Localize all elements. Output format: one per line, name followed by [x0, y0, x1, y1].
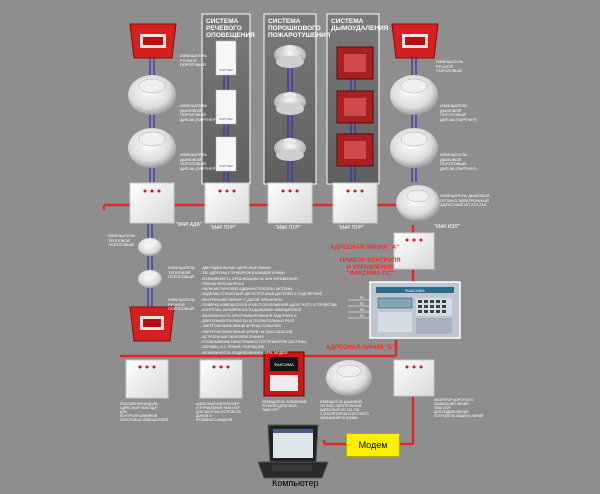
control-panel-faksima: ФАКСИМА	[369, 281, 461, 339]
speech-system-title: СИСТЕМА РЕЧЕВОГО ОПОВЕЩЕНИЯ	[206, 18, 255, 39]
feature-list: ДВЕ РАДИАЛЬНЫЕ АДРЕСНЫЕ ЛИНИИ250 АДРЕСНЫ…	[200, 266, 370, 356]
label-left-heat-2: ИЗВЕЩАТЕЛЬ ТЕПЛОВОЙ ПОРОГОВЫЙ	[168, 265, 196, 280]
module-box-mak-pur	[204, 182, 250, 224]
feature-item: ВСТРОЕННЫЙ ЗВУКОВОЙ ЗУММЕР	[200, 335, 370, 340]
label-line-a: АДРЕСНАЯ ЛИНИЯ "А"	[330, 245, 399, 251]
svg-text:ПАРТНЕР: ПАРТНЕР	[219, 68, 233, 72]
label-left-heat-1: ИЗВЕЩАТЕЛЬ ТЕПЛОВОЙ ПОРОГОВЫЙ	[108, 233, 136, 248]
label-left-manual-bottom: ИЗВЕЩАТЕЛЬ РУЧНОЙ ПОРОГОВЫЙ	[168, 297, 196, 312]
manual-call-point-left-top	[129, 23, 177, 59]
powder-extinguisher-icon	[274, 92, 306, 115]
feature-item: ОБРЫВЫ, К.З. ЛИНИЙ, РАЗРЯД АКБ	[200, 345, 370, 350]
speaker-icon: ПАРТНЕР	[215, 136, 237, 172]
smoke-damper-icon	[336, 90, 374, 124]
label-mak-ada: "МАК АДА"	[176, 222, 202, 228]
label-right-manual-top: ИЗВЕЩАТЕЛЬ РУЧНОЙ ПОРОГОВЫЙ	[436, 59, 464, 74]
label-right-addr-smoke: ИЗВЕЩАТЕЛЬ ДЫМОВОЙ ОПТИКО-ЭЛЕКТРОННЫЙ АД…	[440, 193, 490, 208]
module-box-bottom-5	[393, 359, 435, 397]
feature-item: ДЛИТЕЛЬНОСТИ РАБОТЫ ИСПОЛНИТЕЛЬНЫХ РЕЛЕ	[200, 319, 370, 324]
label-right-smoke-2: ИЗВЕЩАТЕЛЬ ДЫМОВОЙ ПОРОГОВЫЙ ДИП-66 (ПАР…	[440, 152, 477, 171]
smoke-detector-icon	[128, 128, 176, 168]
module-box-mak-ada	[129, 182, 175, 224]
feature-item: КОНТРОЛЬ ЗАПЫЛЁННОСТИ ДЫМОВЫХ ИЗВЕЩАТЕЛЕ…	[200, 308, 370, 313]
feature-item: ВИДЕОАКУСТИЧЕСКИЙ ДВУХСТРОЧНЫЙ ДИСПЛЕЙ С…	[200, 292, 370, 297]
feature-item: ВНУТРЕННИЙ ТАЙМЕР С ДАТОЙ, ВРЕМЕНЕМ	[200, 298, 370, 303]
smoke-system-title: СИСТЕМА ДЫМОУДАЛЕНИЯ	[331, 18, 389, 32]
label-mak-pur-3: "МАК ПУР"	[338, 225, 364, 231]
feature-item: ДВЕ РАДИАЛЬНЫЕ АДРЕСНЫЕ ЛИНИИ	[200, 266, 370, 271]
label-left-manual-top: ИЗВЕЩАТЕЛЬ РУЧНОЙ ПОРОГОВЫЙ	[180, 53, 208, 68]
label-bottom-4: ИЗВЕЩАТЕЛЬ ДЫМОВОЙ ОПТИКО-ЭЛЕКТРОННЫЙ АД…	[320, 400, 369, 420]
module-box-mak-pur	[267, 182, 313, 224]
laptop-computer-icon	[257, 424, 329, 479]
label-right-smoke-1: ИЗВЕЩАТЕЛЬ ДЫМОВОЙ ПОРОГОВЫЙ ДИП-66 (ПАР…	[440, 103, 477, 122]
feature-item: ВОЗМОЖНОСТЬ ПРОГРАММИРОВАНИЯ ЗАДЕРЖЕК И	[200, 314, 370, 319]
label-left-smoke-2: ИЗВЕЩАТЕЛЬ ДЫМОВОЙ ПОРОГОВЫЙ ДИП-66 (ПАР…	[180, 152, 217, 171]
svg-text:ФАКСИМА: ФАКСИМА	[274, 362, 294, 367]
smoke-detector-icon	[390, 75, 438, 115]
heat-detector-icon	[138, 270, 162, 288]
powder-system-title: СИСТЕМА ПОРОШКОВОГО ПОЖАРОТУШЕНИЯ	[268, 18, 331, 39]
feature-item: ПОВЕРКА ИЗВЕЩАТЕЛЕЙ И МЕСТОПОЛОЖЕНИЯ АДР…	[200, 303, 370, 308]
feature-item: РЕЖИМ ПЕРЕЗАПРОСА	[200, 282, 370, 287]
svg-text:ПАРТНЕР: ПАРТНЕР	[219, 164, 233, 168]
label-bottom-1: ПОЛОЖЕНИЯ МОДУЛЬ АДРЕСНЫЙ "МАК АДА" ДЛЯ …	[120, 402, 169, 422]
smoke-damper-icon	[336, 133, 374, 167]
feature-item: ЭНЕРГОНЕЗАВИСИМЫЙ ЖУРНАЛ СОБЫТИЙ	[200, 324, 370, 329]
manual-call-point-addressable: ФАКСИМА	[263, 351, 305, 397]
module-box-mak-izl	[393, 232, 435, 270]
speaker-icon: ПАРТНЕР	[215, 40, 237, 76]
smoke-detector-icon	[390, 128, 438, 168]
feature-item: 250 АДРЕСНЫХ ПРИБОРОВ В КАЖДОЙ ЛИНИИ	[200, 271, 370, 276]
powder-extinguisher-icon	[274, 45, 306, 68]
svg-text:ПАРТНЕР: ПАРТНЕР	[219, 117, 233, 121]
label-bottom-5: ИЗОЛЯТОР КОРОТКОГО ЗАМЫКАНИЯ ЛИНИИ "МАК …	[434, 398, 484, 418]
svg-text:ФАКСИМА: ФАКСИМА	[405, 288, 425, 293]
modem-box: Модем	[346, 433, 400, 457]
feature-item: ВОЗМОЖНОСТЬ ОРГАНИЗАЦИИ 30 ЗОН УПРАВЛЕНИ…	[200, 277, 370, 282]
powder-extinguisher-icon	[274, 138, 306, 161]
feature-item: ОТОБРАЖЕНИЕ НЕИСПРАВНОСТЕЙ ПРИБОРОВ СИСТ…	[200, 340, 370, 345]
module-box-bottom-1	[125, 359, 169, 399]
heat-detector-icon	[138, 238, 162, 256]
label-left-smoke-1: ИЗВЕЩАТЕЛЬ ДЫМОВОЙ ПОРОГОВЫЙ ДИП-66 (ПАР…	[180, 103, 217, 122]
label-bottom-3: ИЗВЕЩАТЕЛЬ ПОЖАРНЫЙ РУЧНОЙ АДРЕСНЫЙ "МАК…	[262, 400, 307, 412]
feature-item: НАЛИЧИЕ ПАРОЛЕЙ АДМИНИСТРАТОРА СИСТЕМЫ	[200, 287, 370, 292]
smoke-detector-icon	[128, 75, 176, 115]
smoke-damper-icon	[336, 46, 374, 80]
feature-item: ВОЗМОЖНОСТЬ ПОДКЛЮЧЕНИЯ К АРМ, МОДЕМ	[200, 351, 370, 356]
speaker-icon: ПАРТНЕР	[215, 89, 237, 125]
manual-call-point-right-top	[391, 23, 439, 59]
manual-call-point-left-bottom	[129, 306, 175, 342]
computer-label: Компьютер	[272, 478, 319, 488]
addressable-smoke-detector-icon	[326, 360, 372, 396]
label-mak-pur-1: "МАК ПУР"	[210, 225, 236, 231]
label-bottom-2: АДРЕСНЫЙ КОНТРОЛЛЕР И УПРАВЛЕНИЯ "МАК ИЗ…	[196, 402, 241, 422]
addressable-smoke-detector-icon	[396, 185, 440, 221]
module-box-bottom-2	[199, 359, 243, 399]
label-mak-izl: "МАК ИЗЛ"	[434, 224, 460, 230]
feature-item: ЭНЕРГОНЕЗАВИСИМЫЙ АРХИВ НА 1000 СОБЫТИЙ	[200, 330, 370, 335]
module-box-mak-pur	[332, 182, 378, 224]
label-mak-pur-2: "МАК ПУР"	[275, 225, 301, 231]
